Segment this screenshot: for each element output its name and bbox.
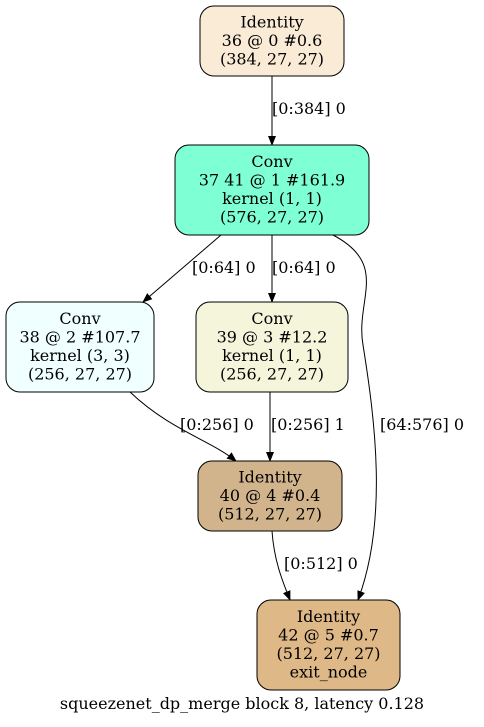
node-box-n40 [197, 460, 343, 532]
node-line-n38-0: Conv [59, 309, 100, 328]
edge-label-n39-n40: [0:256] 1 [271, 415, 345, 434]
node-line-n42-1: 42 @ 5 #0.7 [278, 626, 379, 645]
node-box-n38 [5, 301, 155, 393]
node-line-n39-1: 39 @ 3 #12.2 [217, 328, 328, 347]
edge-n37-n42 [332, 234, 377, 601]
edge-label-n37-n39: [0:64] 0 [272, 258, 336, 277]
graph-caption: squeezenet_dp_merge block 8, latency 0.1… [59, 694, 425, 713]
node-line-n42-3: exit_node [290, 663, 368, 682]
node-line-n37-2: kernel (1, 1) [222, 189, 322, 208]
node-line-n37-1: 37 41 @ 1 #161.9 [199, 171, 345, 190]
node-line-n42-0: Identity [297, 607, 360, 626]
edge-label-n37-n42: [64:576] 0 [380, 415, 464, 434]
node-line-n36-2: (384, 27, 27) [220, 49, 324, 68]
edge-label-n38-n40: [0:256] 0 [180, 415, 254, 434]
edge-label-n36-n37: [0:384] 0 [272, 99, 346, 118]
node-line-n36-0: Identity [240, 12, 303, 31]
node-line-n38-3: (256, 27, 27) [28, 365, 132, 384]
node-box-n42 [256, 599, 401, 691]
edge-label-n37-n38: [0:64] 0 [192, 258, 256, 277]
node-box-n36 [199, 5, 345, 77]
node-line-n40-1: 40 @ 4 #0.4 [220, 486, 321, 505]
node-line-n39-0: Conv [251, 309, 292, 328]
edge-label-n40-n42: [0:512] 0 [284, 554, 358, 573]
edge-n38-n40 [129, 391, 237, 462]
node-line-n39-2: kernel (1, 1) [222, 346, 322, 365]
edge-n37-n38 [142, 234, 222, 303]
node-line-n38-2: kernel (3, 3) [30, 346, 130, 365]
node-line-n42-2: (512, 27, 27) [276, 644, 380, 663]
node-line-n38-1: 38 @ 2 #107.7 [19, 328, 140, 347]
node-box-n39 [195, 301, 349, 393]
node-line-n40-0: Identity [238, 467, 301, 486]
node-line-n37-0: Conv [251, 152, 292, 171]
node-line-n36-1: 36 @ 0 #0.6 [222, 31, 323, 50]
node-box-n37 [174, 144, 370, 236]
edge-n40-n42 [271, 530, 291, 601]
node-line-n37-3: (576, 27, 27) [220, 208, 324, 227]
node-line-n40-2: (512, 27, 27) [218, 504, 322, 523]
node-line-n39-3: (256, 27, 27) [220, 365, 324, 384]
